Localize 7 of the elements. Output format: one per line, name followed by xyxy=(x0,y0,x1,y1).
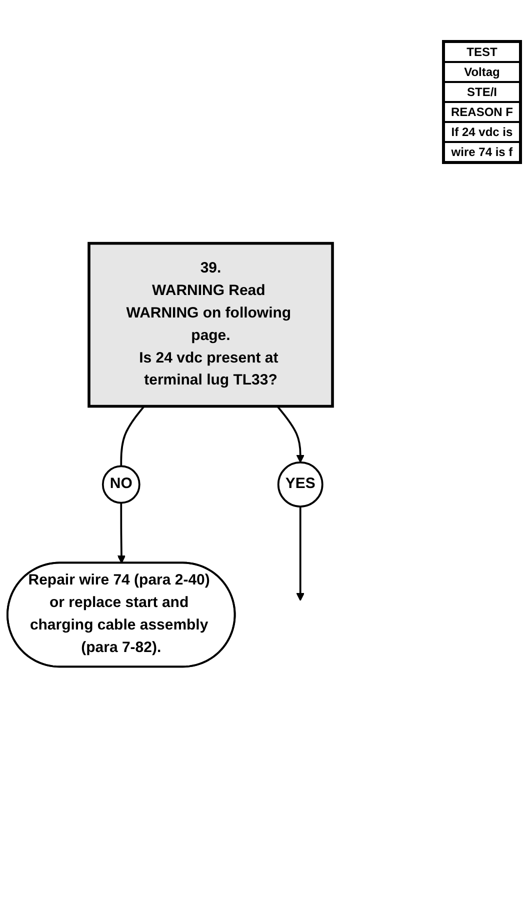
node-circle: NO xyxy=(102,465,140,504)
connector xyxy=(120,406,145,466)
node-box: 39. WARNING Read WARNING on following page. Is 24 vdc present at terminal lug TL33? xyxy=(88,242,334,408)
arrow xyxy=(276,406,304,463)
node-circle: YES xyxy=(277,462,324,508)
arrow xyxy=(296,506,304,602)
arrow xyxy=(117,502,126,564)
